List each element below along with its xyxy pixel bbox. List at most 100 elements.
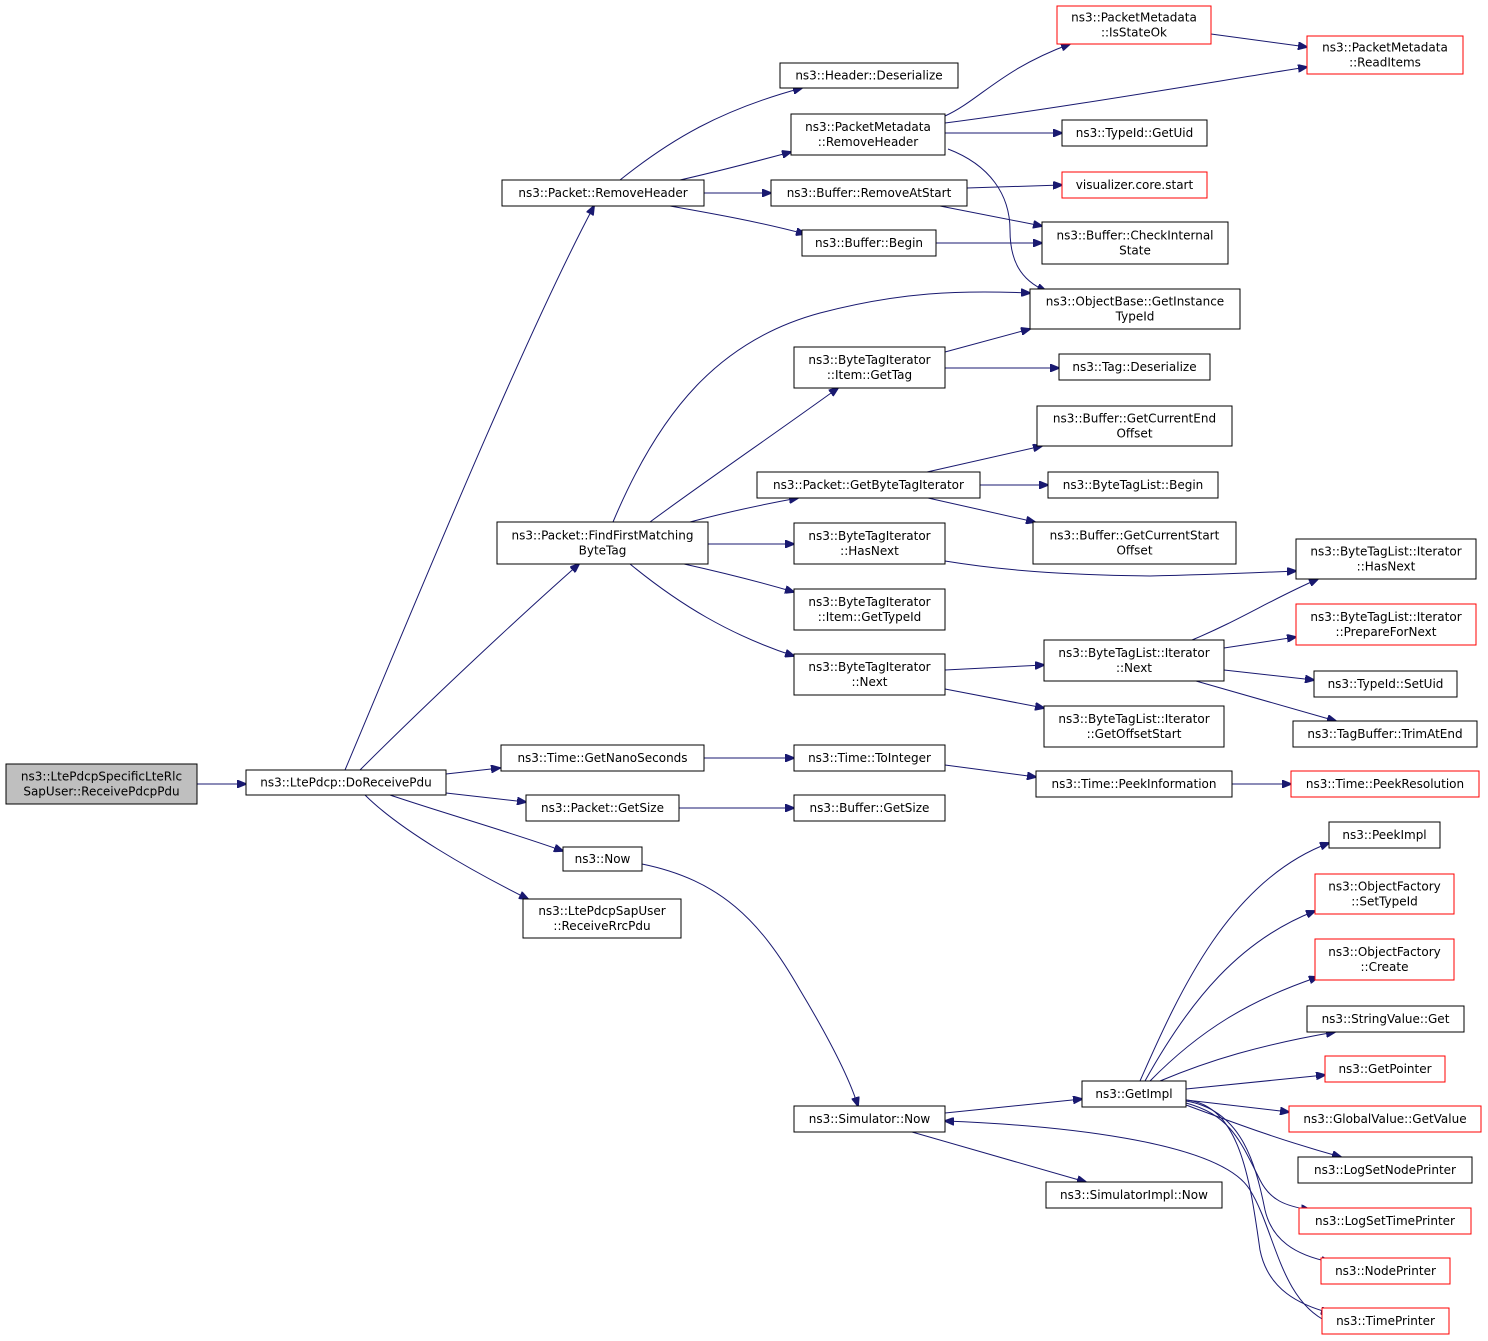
node-headerDeserialize[interactable]: ns3::Header::Deserialize: [779, 62, 959, 89]
node-timeToInteger[interactable]: ns3::Time::ToInteger: [793, 744, 946, 772]
node-simNow[interactable]: ns3::Simulator::Now: [793, 1105, 946, 1133]
node-label: Offset: [1116, 544, 1152, 558]
node-timeGetNano[interactable]: ns3::Time::GetNanoSeconds: [500, 744, 705, 772]
node-label: Offset: [1116, 427, 1152, 441]
edge-doReceivePdu-to-packetRemoveHeader: [344, 206, 594, 771]
node-getImpl[interactable]: ns3::GetImpl: [1081, 1080, 1187, 1108]
node-tagDeserialize[interactable]: ns3::Tag::Deserialize: [1058, 353, 1211, 381]
edge-getImpl-to-ofSetTypeId: [1144, 911, 1315, 1082]
node-btlIterGetOffset[interactable]: ns3::ByteTagList::Iterator::GetOffsetSta…: [1043, 705, 1225, 748]
node-receiveRrcPdu[interactable]: ns3::LtePdcpSapUser::ReceiveRrcPdu: [522, 898, 682, 939]
node-box: [770, 179, 968, 207]
edge-packetFindFirst-to-btiItemGetTag: [649, 388, 838, 523]
node-bufferGetSize[interactable]: ns3::Buffer::GetSize: [793, 794, 946, 822]
node-box: [1041, 221, 1229, 265]
node-root[interactable]: ns3::LtePdcpSpecificLteRlcSapUser::Recei…: [5, 763, 198, 805]
node-label: ns3::Packet::RemoveHeader: [518, 186, 687, 200]
node-packetGetBTI[interactable]: ns3::Packet::GetByteTagIterator: [756, 471, 981, 499]
edge-now-to-simNow: [641, 863, 858, 1106]
node-timePrinter[interactable]: ns3::TimePrinter: [1321, 1307, 1450, 1335]
node-label: State: [1119, 244, 1151, 258]
node-stringValueGet[interactable]: ns3::StringValue::Get: [1306, 1005, 1465, 1033]
node-pmIsStateOk[interactable]: ns3::PacketMetadata::IsStateOk: [1056, 5, 1212, 45]
node-label: ns3::GlobalValue::GetValue: [1303, 1112, 1466, 1126]
edge-btiNext-to-btlIterGetOffset: [944, 688, 1044, 708]
node-bufferBegin[interactable]: ns3::Buffer::Begin: [801, 229, 937, 257]
edge-timeToInteger-to-timePeekInfo: [944, 764, 1036, 777]
node-box: [1290, 770, 1480, 798]
node-btiItemGetTag[interactable]: ns3::ByteTagIterator::Item::GetTag: [793, 346, 946, 389]
edge-btiItemGetTag-to-objGetInstanceTypeId: [944, 329, 1030, 353]
node-ofCreate[interactable]: ns3::ObjectFactory::Create: [1314, 938, 1455, 981]
node-getPointer[interactable]: ns3::GetPointer: [1324, 1055, 1446, 1083]
node-label: ns3::PacketMetadata: [1071, 11, 1197, 25]
edge-doReceivePdu-to-packetGetSize: [445, 792, 526, 802]
node-btlIterPrepare[interactable]: ns3::ByteTagList::Iterator::PrepareForNe…: [1295, 603, 1477, 646]
node-label: ns3::Packet::GetSize: [541, 801, 664, 815]
node-label: ns3::TypeId::GetUid: [1076, 126, 1194, 140]
call-nodes: ns3::LtePdcpSpecificLteRlcSapUser::Recei…: [5, 5, 1482, 1335]
node-box: [1306, 1005, 1465, 1033]
node-peekImpl[interactable]: ns3::PeekImpl: [1328, 821, 1441, 849]
node-simImplNow[interactable]: ns3::SimulatorImpl::Now: [1045, 1181, 1223, 1209]
node-nodePrinter[interactable]: ns3::NodePrinter: [1320, 1257, 1451, 1285]
node-doReceivePdu[interactable]: ns3::LtePdcp::DoReceivePdu: [245, 769, 447, 796]
node-now[interactable]: ns3::Now: [562, 846, 643, 872]
node-btlIterHasNext[interactable]: ns3::ByteTagList::Iterator::HasNext: [1295, 538, 1477, 580]
edge-pmIsStateOk-to-pmReadItems: [1210, 33, 1307, 47]
node-label: ns3::ByteTagList::Iterator: [1058, 646, 1209, 660]
edge-btlIterNext-to-typeIdSetUid: [1223, 669, 1314, 680]
node-logSetTimePrinter[interactable]: ns3::LogSetTimePrinter: [1298, 1207, 1472, 1235]
node-btlBegin[interactable]: ns3::ByteTagList::Begin: [1047, 471, 1219, 499]
node-label: ns3::LogSetNodePrinter: [1314, 1163, 1456, 1177]
node-box: [1043, 705, 1225, 748]
node-pmReadItems[interactable]: ns3::PacketMetadata::ReadItems: [1306, 35, 1464, 75]
node-btiItemGetTypeId[interactable]: ns3::ByteTagIterator::Item::GetTypeId: [793, 588, 946, 631]
node-label: ns3::TagBuffer::TrimAtEnd: [1307, 727, 1462, 741]
node-ofSetTypeId[interactable]: ns3::ObjectFactory::SetTypeId: [1314, 873, 1455, 915]
node-label: ns3::Time::GetNanoSeconds: [517, 751, 687, 765]
node-label: ns3::NodePrinter: [1335, 1264, 1436, 1278]
node-btiHasNext[interactable]: ns3::ByteTagIterator::HasNext: [793, 522, 946, 565]
node-btlIterNext[interactable]: ns3::ByteTagList::Iterator::Next: [1043, 639, 1225, 682]
node-typeIdSetUid[interactable]: ns3::TypeId::SetUid: [1313, 670, 1458, 698]
node-label: ::GetOffsetStart: [1087, 727, 1182, 741]
node-bufferRemoveAtStart[interactable]: ns3::Buffer::RemoveAtStart: [770, 179, 968, 207]
node-pmRemoveHeader[interactable]: ns3::PacketMetadata::RemoveHeader: [790, 113, 946, 156]
node-label: ns3::ByteTagIterator: [808, 529, 930, 543]
node-box: [1056, 5, 1212, 45]
node-tagBufferTrim[interactable]: ns3::TagBuffer::TrimAtEnd: [1292, 720, 1478, 748]
node-btiNext[interactable]: ns3::ByteTagIterator::Next: [793, 653, 946, 696]
node-globalValueGet[interactable]: ns3::GlobalValue::GetValue: [1288, 1105, 1482, 1133]
edge-doReceivePdu-to-timeGetNano: [445, 768, 500, 775]
node-box: [1295, 538, 1477, 580]
node-box: [500, 744, 705, 772]
edge-getImpl-to-timePrinter: [1185, 1099, 1330, 1313]
node-box: [793, 744, 946, 772]
node-label: ns3::Buffer::GetCurrentEnd: [1053, 412, 1216, 426]
edge-btiNext-to-btlIterNext: [944, 665, 1044, 671]
node-box: [1043, 639, 1225, 682]
node-vizStart[interactable]: visualizer.core.start: [1061, 171, 1208, 199]
node-box: [245, 769, 447, 796]
node-label: ns3::ObjectFactory: [1328, 945, 1441, 959]
node-label: ::Next: [1116, 661, 1152, 675]
node-box: [756, 471, 981, 499]
node-label: ns3::LtePdcpSapUser: [538, 904, 665, 918]
node-packetRemoveHeader[interactable]: ns3::Packet::RemoveHeader: [501, 179, 705, 207]
node-timePeekRes[interactable]: ns3::Time::PeekResolution: [1290, 770, 1480, 798]
node-label: ns3::LtePdcp::DoReceivePdu: [260, 776, 432, 790]
node-typeIdGetUid[interactable]: ns3::TypeId::GetUid: [1061, 119, 1208, 147]
node-label: ns3::Time::PeekInformation: [1051, 777, 1216, 791]
node-packetGetSize[interactable]: ns3::Packet::GetSize: [525, 794, 680, 822]
edge-pmRemoveHeader-to-pmReadItems: [944, 67, 1307, 124]
node-label: ns3::ByteTagList::Iterator: [1058, 712, 1209, 726]
node-timePeekInfo[interactable]: ns3::Time::PeekInformation: [1035, 770, 1233, 798]
node-label: ns3::TypeId::SetUid: [1328, 677, 1444, 691]
node-logSetNodePrinter[interactable]: ns3::LogSetNodePrinter: [1297, 1156, 1473, 1184]
